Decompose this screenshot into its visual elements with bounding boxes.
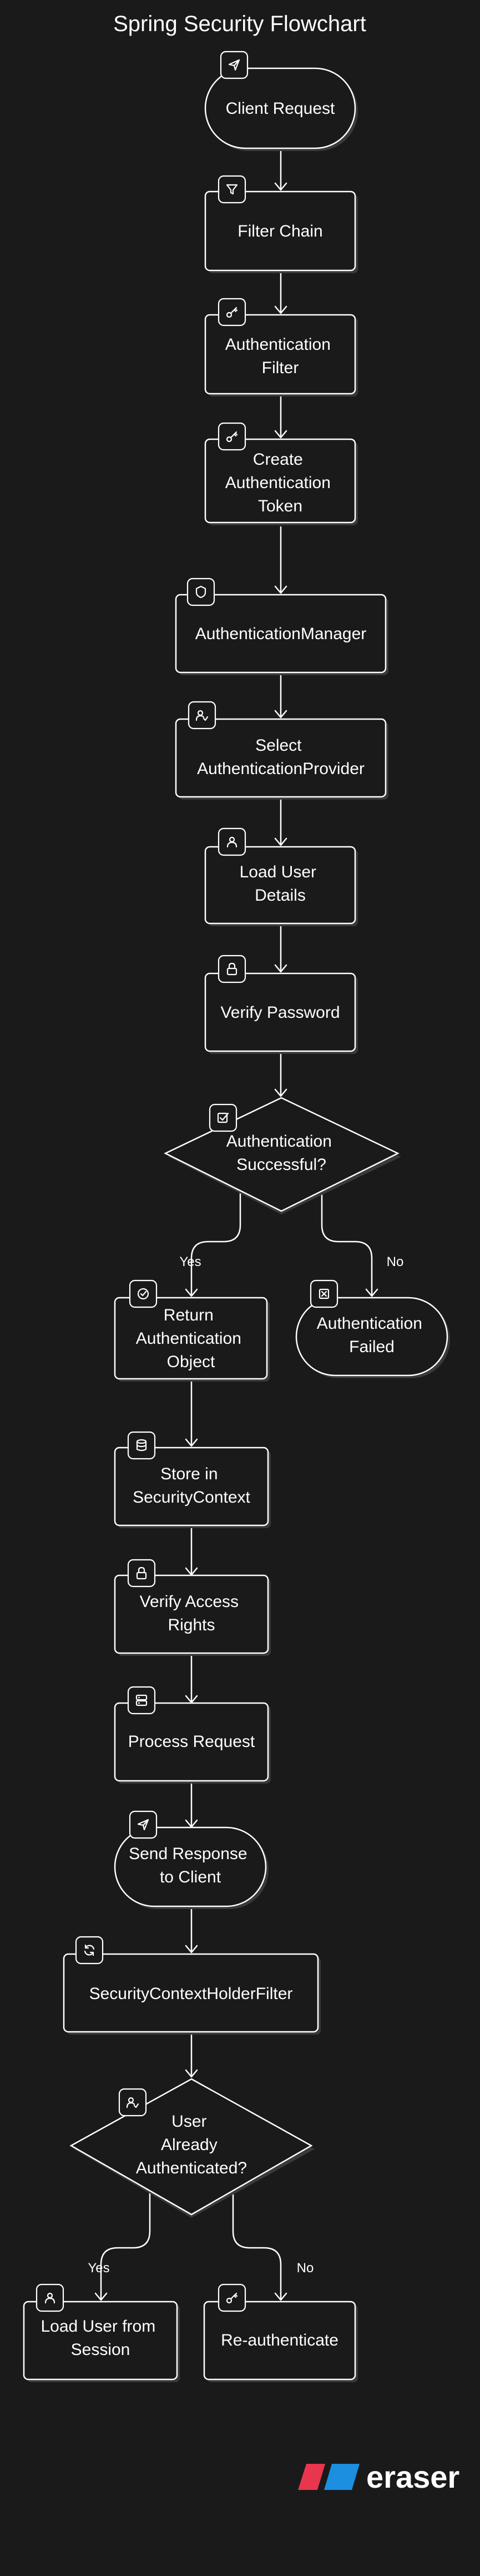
- node-authentication-filter[interactable]: Authentication Filter: [204, 314, 358, 396]
- node-auth-successful[interactable]: Authentication Successful?: [164, 1097, 401, 1214]
- node-send-response-label: Send Response to Client: [129, 1845, 252, 1886]
- lock-icon: [218, 955, 246, 983]
- node-reauthenticate-label: Re-authenticate: [221, 2331, 338, 2349]
- check-circle-icon: [129, 1279, 158, 1308]
- node-load-user-details[interactable]: Load User Details: [204, 846, 358, 926]
- node-verify-access-label: Verify Access Rights: [140, 1593, 244, 1634]
- node-user-authenticated[interactable]: User Already Authenticated?: [69, 2078, 315, 2218]
- node-auth-failed-label: Authentication Failed: [317, 1314, 427, 1356]
- edge-decision-no: [321, 1189, 378, 1297]
- edge-verifypw-to-decision: [274, 1052, 287, 1097]
- check-square-icon: [209, 1103, 238, 1132]
- node-verify-access[interactable]: Verify Access Rights: [114, 1574, 271, 1656]
- edge-loaduser-to-verifypw: [274, 924, 287, 973]
- node-verify-password[interactable]: Verify Password: [204, 972, 358, 1054]
- eraser-logo-blue-mark: [324, 2464, 360, 2490]
- edge-provider-to-loaduser: [274, 797, 287, 846]
- edge-holder-to-decision: [185, 2032, 198, 2078]
- node-authentication-filter-label: Authentication Filter: [225, 335, 335, 377]
- edge-label-auth-no: No: [387, 1254, 404, 1269]
- user-check-icon: [118, 2088, 147, 2117]
- user-icon: [36, 2283, 64, 2312]
- key-icon: [218, 298, 246, 327]
- node-return-auth-object-label: Return Authentication Object: [136, 1306, 246, 1371]
- node-auth-failed[interactable]: Authentication Failed: [295, 1297, 450, 1378]
- node-client-request-label: Client Request: [226, 99, 335, 118]
- edge-decision-yes: [185, 1189, 241, 1297]
- filter-icon: [218, 175, 246, 204]
- node-authentication-manager-label: AuthenticationManager: [195, 625, 367, 643]
- node-process-request-label: Process Request: [128, 1733, 255, 1751]
- node-filter-chain[interactable]: Filter Chain: [204, 190, 358, 273]
- node-holder-filter[interactable]: SecurityContextHolderFilter: [63, 1953, 321, 2035]
- node-create-token-label: Create Authentication Token: [225, 450, 335, 515]
- send-icon: [220, 51, 249, 79]
- node-send-response[interactable]: Send Response to Client: [114, 1826, 269, 1909]
- server-icon: [127, 1686, 156, 1715]
- node-load-user-details-label: Load User Details: [240, 863, 321, 905]
- edge-session-no: [232, 2191, 287, 2301]
- edge-session-yes: [94, 2191, 151, 2301]
- edge-client-to-filterchain: [274, 149, 287, 191]
- node-filter-chain-label: Filter Chain: [238, 222, 322, 240]
- node-select-provider[interactable]: Select AuthenticationProvider: [175, 718, 388, 800]
- edge-label-session-yes: Yes: [88, 2261, 109, 2276]
- node-reauthenticate[interactable]: Re-authenticate: [203, 2301, 358, 2382]
- diagram-title: Spring Security Flowchart: [113, 12, 366, 36]
- shield-icon: [186, 578, 215, 606]
- x-square-icon: [310, 1279, 338, 1308]
- node-create-token[interactable]: Create Authentication Token: [204, 438, 358, 525]
- edge-label-auth-yes: Yes: [179, 1254, 201, 1269]
- node-user-authenticated-label: User Already Authenticated?: [136, 2112, 247, 2177]
- edge-return-to-store: [185, 1378, 198, 1447]
- node-load-from-session-label: Load User from Session: [41, 2317, 160, 2359]
- edge-label-session-no: No: [297, 2261, 314, 2276]
- lock-icon: [127, 1559, 156, 1588]
- edge-filterchain-to-authfilter: [274, 271, 287, 314]
- user-check-icon: [188, 701, 216, 730]
- edge-token-to-manager: [274, 526, 287, 594]
- edge-manager-to-provider: [274, 673, 287, 719]
- key-icon: [218, 422, 246, 451]
- node-authentication-manager[interactable]: AuthenticationManager: [175, 594, 388, 675]
- eraser-logo-red-mark: [298, 2464, 325, 2490]
- node-client-request[interactable]: Client Request: [204, 67, 358, 151]
- node-load-from-session[interactable]: Load User from Session: [23, 2301, 180, 2382]
- node-return-auth-object[interactable]: Return Authentication Object: [114, 1297, 270, 1382]
- node-verify-password-label: Verify Password: [220, 1003, 340, 1022]
- edges: [94, 149, 378, 2301]
- send-icon: [129, 1810, 158, 1839]
- database-icon: [127, 1431, 156, 1460]
- refresh-icon: [75, 1936, 104, 1965]
- key-icon: [218, 2283, 246, 2312]
- edge-verifyaccess-to-process: [185, 1654, 198, 1704]
- eraser-logo-text: eraser: [366, 2459, 459, 2494]
- edge-process-to-send: [185, 1781, 198, 1828]
- edge-send-to-holder: [185, 1907, 198, 1954]
- edge-authfilter-to-token: [274, 394, 287, 439]
- user-icon: [218, 827, 246, 856]
- node-store-context-label: Store in SecurityContext: [133, 1465, 250, 1507]
- edge-store-to-verifyaccess: [185, 1526, 198, 1576]
- node-auth-successful-label: Authentication Successful?: [226, 1132, 336, 1174]
- eraser-logo: eraser: [298, 2459, 459, 2494]
- node-store-context[interactable]: Store in SecurityContext: [114, 1447, 271, 1528]
- node-holder-filter-label: SecurityContextHolderFilter: [89, 1985, 293, 2003]
- node-process-request[interactable]: Process Request: [114, 1702, 271, 1784]
- node-select-provider-label: Select AuthenticationProvider: [197, 736, 365, 778]
